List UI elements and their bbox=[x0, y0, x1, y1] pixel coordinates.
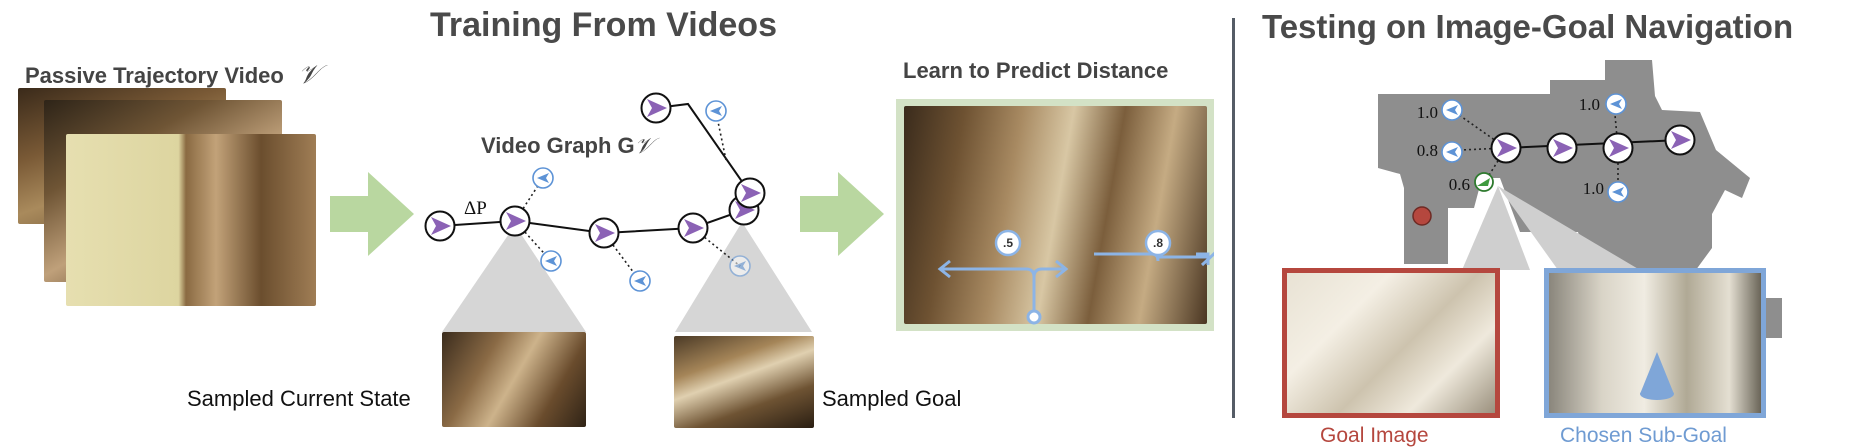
goal-cone-right bbox=[1462, 186, 1530, 270]
passive-video-symbol: 𝒱 bbox=[297, 60, 320, 90]
subgoal-image-caption: Chosen Sub-Goal bbox=[1560, 424, 1727, 447]
section-divider bbox=[1232, 18, 1235, 418]
distance-scene-image bbox=[904, 106, 1207, 324]
passive-video-text: Passive Trajectory Video bbox=[25, 63, 284, 88]
candidate-waypoint-icon bbox=[1441, 99, 1463, 121]
goal-marker-icon bbox=[1412, 206, 1432, 226]
sampled-current-image bbox=[442, 332, 586, 427]
nav-distance-label: 0.6 bbox=[1449, 175, 1470, 194]
distance-overlay: .5 .8 bbox=[937, 229, 1214, 325]
passive-video-label: Passive Trajectory Video 𝒱 bbox=[25, 60, 320, 91]
goal-cone bbox=[675, 222, 812, 332]
sampled-goal-image bbox=[674, 336, 814, 428]
sampled-current-caption: Sampled Current State bbox=[187, 386, 411, 411]
distance-value-left: .5 bbox=[1003, 236, 1013, 250]
flow-arrow-1 bbox=[330, 172, 414, 256]
candidate-waypoint-icon bbox=[1607, 181, 1629, 203]
current-state-cone bbox=[442, 225, 586, 332]
goal-image-caption: Goal Image bbox=[1320, 424, 1429, 447]
candidate-waypoint-icon bbox=[1605, 93, 1627, 115]
sampled-goal-caption: Sampled Goal bbox=[822, 386, 962, 411]
distance-value-right: .8 bbox=[1153, 236, 1163, 250]
goal-image-frame bbox=[1282, 268, 1500, 418]
candidate-waypoint-icon bbox=[1441, 141, 1463, 163]
subgoal-marker-icon bbox=[1640, 352, 1674, 400]
chosen-waypoint-icon bbox=[1474, 172, 1494, 192]
testing-title: Testing on Image-Goal Navigation bbox=[1262, 8, 1794, 45]
video-graph-label: Video Graph G𝒱 bbox=[481, 133, 653, 159]
delta-p-label: ΔP bbox=[464, 198, 487, 219]
nav-distance-label: 0.8 bbox=[1417, 141, 1438, 160]
agent-node-icon bbox=[1546, 132, 1578, 164]
subgoal-cone bbox=[1498, 186, 1640, 270]
agent-node-icon bbox=[1490, 132, 1522, 164]
video-graph-text: Video Graph G bbox=[481, 133, 635, 158]
nav-distance-label: 1.0 bbox=[1579, 95, 1600, 114]
agent-node-icon bbox=[1664, 124, 1696, 156]
training-title: Training From Videos bbox=[430, 6, 777, 44]
nav-distance-label: 1.0 bbox=[1417, 103, 1438, 122]
floor-plan bbox=[1378, 60, 1750, 278]
flow-arrow-2 bbox=[800, 172, 884, 256]
video-graph-symbol: 𝒱 bbox=[634, 134, 653, 159]
predict-distance-label: Learn to Predict Distance bbox=[903, 58, 1169, 83]
video-frame-front bbox=[66, 134, 316, 306]
nav-path bbox=[1505, 139, 1681, 149]
nav-distance-label: 1.0 bbox=[1583, 179, 1604, 198]
agent-node-icon bbox=[1602, 132, 1634, 164]
